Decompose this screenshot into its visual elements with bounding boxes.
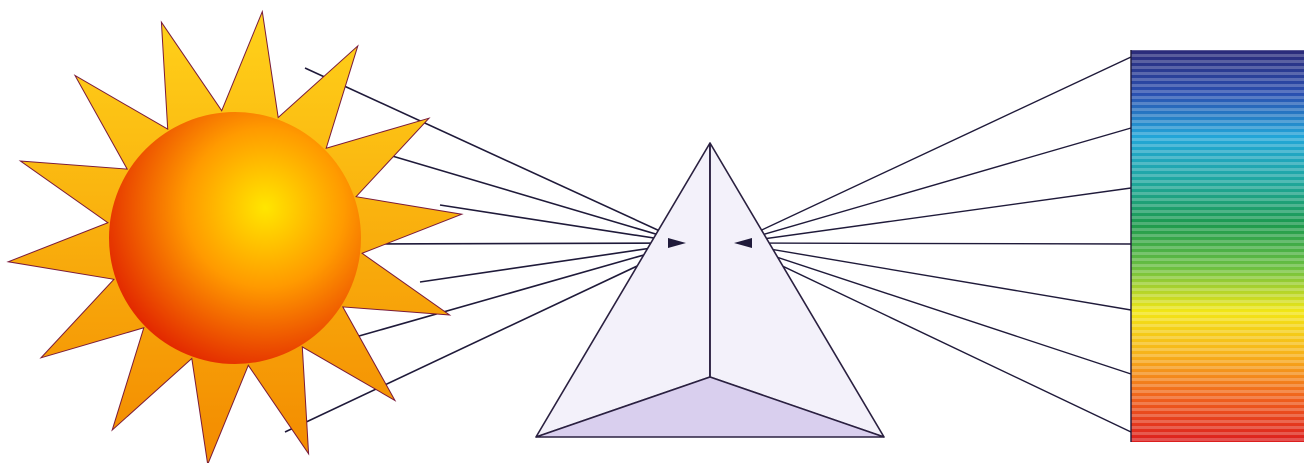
spectrum-stripes bbox=[1131, 50, 1304, 442]
sun-core bbox=[109, 112, 361, 364]
incoming-beam-4 bbox=[360, 243, 686, 244]
spectrum-bar-icon bbox=[1131, 50, 1304, 442]
sun-icon bbox=[8, 12, 462, 463]
incoming-beam-3 bbox=[440, 205, 686, 243]
outgoing-beam-2 bbox=[734, 128, 1131, 243]
outgoing-beam-4 bbox=[734, 243, 1131, 244]
